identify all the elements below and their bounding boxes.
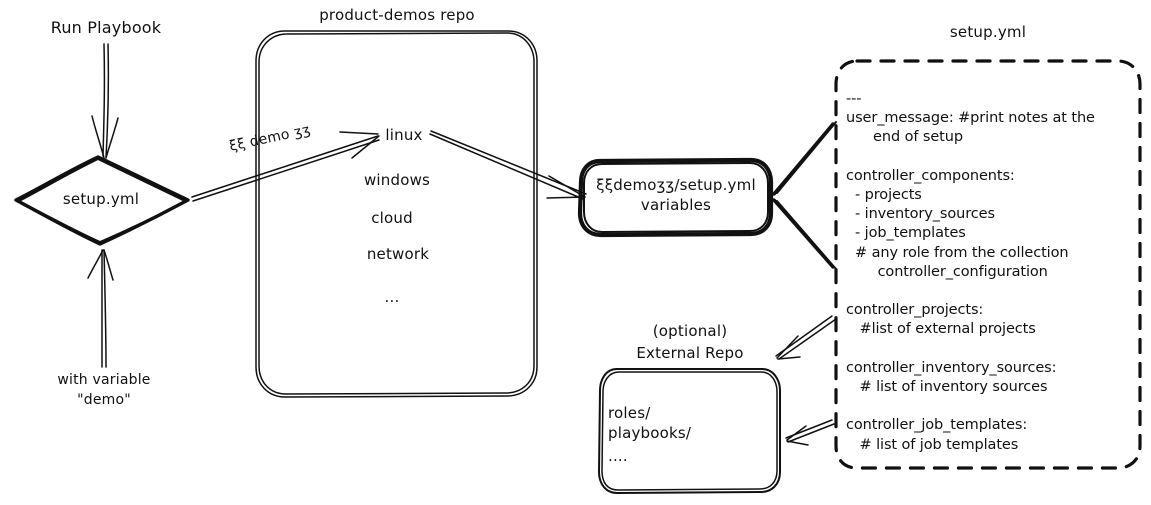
external-repo-item-playbooks: playbooks/ (608, 424, 692, 442)
repo-item-ellipsis: ... (384, 288, 400, 306)
product-demos-repo-title: product-demos repo (319, 6, 475, 24)
repo-item-linux: linux (385, 126, 423, 144)
with-variable-label-line1: with variable (57, 372, 151, 388)
external-repo-box (598, 368, 781, 494)
arrow-controller-job-templates-to-external-repo (785, 419, 835, 446)
arrow-run-playbook-to-setup (91, 43, 119, 159)
setup-yml-diamond (14, 155, 190, 246)
arrow-setup-to-linux (191, 131, 380, 202)
run-playbook-label: Run Playbook (50, 18, 162, 37)
setup-yml-dashed-box (834, 59, 1142, 470)
arrow-controller-projects-to-external-repo (775, 315, 837, 360)
repo-item-windows: windows (363, 171, 431, 189)
repo-item-network: network (366, 245, 430, 263)
arrow-with-variable-to-setup (87, 249, 114, 368)
setup-yml-diamond-label: setup.yml (62, 190, 140, 208)
with-variable-label-line2: "demo" (77, 392, 131, 408)
product-demos-repo-box (255, 30, 538, 398)
external-repo-title-line1: (optional) (652, 322, 728, 340)
variables-box-label-line2: variables (640, 196, 712, 214)
external-repo-item-roles: roles/ (608, 404, 651, 422)
external-repo-item-ellipsis: .... (608, 447, 628, 465)
arrow-setupyml-to-variables (772, 121, 837, 270)
external-repo-title-line2: External Repo (636, 344, 744, 362)
variables-box (577, 157, 774, 238)
setup-yml-box-title: setup.yml (949, 23, 1027, 41)
arrow-linux-to-variables (429, 130, 587, 200)
repo-item-cloud: cloud (371, 209, 413, 227)
variables-box-label-line1: ξξdemoʒʒ/setup.yml (596, 176, 756, 194)
setup-yml-file-content: --- user_message: #print notes at the en… (846, 91, 1095, 453)
